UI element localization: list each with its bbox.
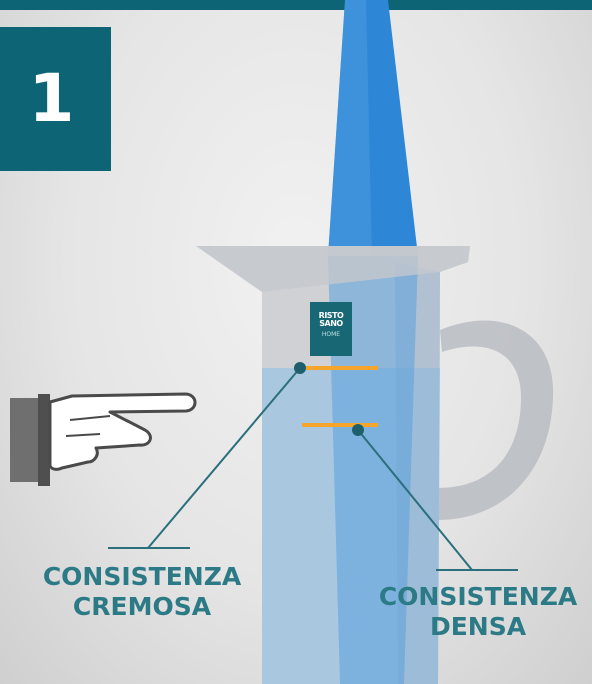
label-cremosa-line1: CONSISTENZA [42, 562, 242, 591]
jug-handle [438, 320, 554, 520]
label-consistenza-cremosa: CONSISTENZA CREMOSA [26, 562, 258, 622]
label-consistenza-densa: CONSISTENZA DENSA [372, 582, 584, 642]
step-badge: 1 [0, 27, 111, 171]
measuring-jug [196, 246, 470, 684]
brand-logo: RISTO SANO HOME [310, 302, 352, 356]
top-bar [0, 0, 592, 10]
label-densa-line2: DENSA [429, 612, 527, 641]
brand-line3: HOME [321, 331, 341, 338]
pointing-hand-icon [10, 392, 197, 486]
label-cremosa-line2: CREMOSA [72, 592, 212, 621]
brand-line2: SANO [319, 319, 343, 328]
brand-line1: RISTO [318, 311, 344, 320]
label-densa-line1: CONSISTENZA [378, 582, 578, 611]
step-number: 1 [28, 60, 75, 137]
